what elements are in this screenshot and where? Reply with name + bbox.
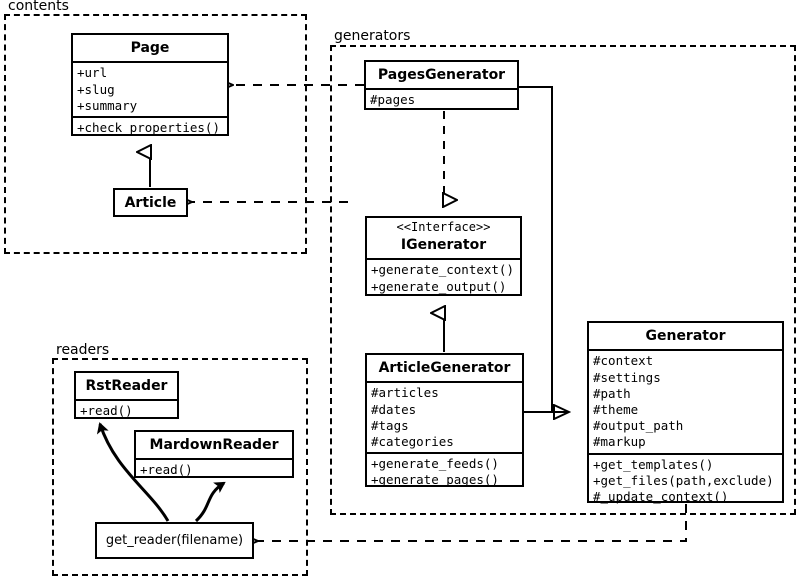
- package-readers-label: readers: [54, 342, 112, 358]
- class-page-operations: +check_properties(): [73, 115, 227, 138]
- class-article-generator[interactable]: ArticleGenerator #articles #dates #tags …: [365, 353, 524, 487]
- operation: +read(): [80, 403, 133, 419]
- class-generator-name: Generator: [645, 328, 726, 344]
- class-generator[interactable]: Generator #context #settings #path #them…: [587, 321, 784, 504]
- class-page-attributes: +url +slug +summary: [73, 61, 227, 116]
- attribute: #dates: [371, 401, 417, 417]
- operation: +generate_context(): [371, 262, 514, 278]
- class-generator-operations: +get_templates() +get_files(path,exclude…: [589, 452, 782, 508]
- class-mardown-reader-operations: +read(): [136, 458, 292, 480]
- operation: +read(): [140, 462, 193, 478]
- attribute: #markup: [593, 434, 646, 450]
- attribute: #categories: [371, 433, 454, 449]
- attribute: #pages: [370, 92, 416, 108]
- package-contents-label: contents: [6, 0, 71, 14]
- class-mardown-reader-name: MardownReader: [149, 437, 279, 453]
- attribute: #output_path: [593, 418, 684, 434]
- class-rst-reader-operations: +read(): [76, 399, 177, 421]
- operation: +check_properties(): [77, 119, 220, 135]
- operation: +generate_output(): [371, 278, 507, 294]
- attribute: #theme: [593, 401, 639, 417]
- attribute: #articles: [371, 385, 439, 401]
- operation: +generate_pages(): [371, 472, 499, 488]
- attribute: +slug: [77, 81, 115, 97]
- class-article[interactable]: Article: [113, 188, 188, 217]
- class-igenerator-name: IGenerator: [400, 237, 487, 253]
- package-contents-border: [4, 14, 307, 254]
- attribute: #path: [593, 385, 631, 401]
- package-readers-border: [52, 358, 308, 576]
- attribute: #settings: [593, 369, 661, 385]
- class-generator-attributes: #context #settings #path #theme #output_…: [589, 349, 782, 452]
- class-igenerator-stereotype: <<Interface>>: [396, 220, 491, 234]
- operation: +get_files(path,exclude): [593, 472, 774, 488]
- attribute: +summary: [77, 97, 138, 113]
- class-igenerator-operations: +generate_context() +generate_output(): [367, 258, 520, 296]
- class-article-generator-attributes: #articles #dates #tags #categories: [367, 381, 522, 452]
- package-contents: [4, 14, 307, 254]
- class-article-generator-operations: +generate_feeds() +generate_pages(): [367, 452, 522, 490]
- operation: +generate_feeds(): [371, 456, 499, 472]
- class-article-generator-name: ArticleGenerator: [378, 360, 511, 376]
- class-pages-generator-name: PagesGenerator: [377, 67, 506, 83]
- attribute: #context: [593, 353, 654, 369]
- class-pages-generator[interactable]: PagesGenerator #pages: [364, 60, 519, 110]
- function-box-get-reader[interactable]: get_reader(filename): [95, 522, 254, 559]
- attribute: #tags: [371, 417, 409, 433]
- class-pages-generator-attributes: #pages: [366, 88, 517, 110]
- package-readers: [52, 358, 308, 576]
- class-mardown-reader[interactable]: MardownReader +read(): [134, 430, 294, 478]
- class-article-name: Article: [124, 195, 177, 211]
- class-rst-reader-name: RstReader: [85, 378, 168, 394]
- package-generators-label: generators: [332, 28, 413, 44]
- class-rst-reader[interactable]: RstReader +read(): [74, 371, 179, 419]
- operation: #_update_context(): [593, 488, 729, 504]
- class-igenerator[interactable]: <<Interface>> IGenerator +generate_conte…: [365, 216, 522, 296]
- class-page[interactable]: Page +url +slug +summary +check_properti…: [71, 33, 229, 136]
- class-page-name: Page: [130, 40, 170, 56]
- operation: +get_templates(): [593, 456, 714, 472]
- attribute: +url: [77, 65, 108, 81]
